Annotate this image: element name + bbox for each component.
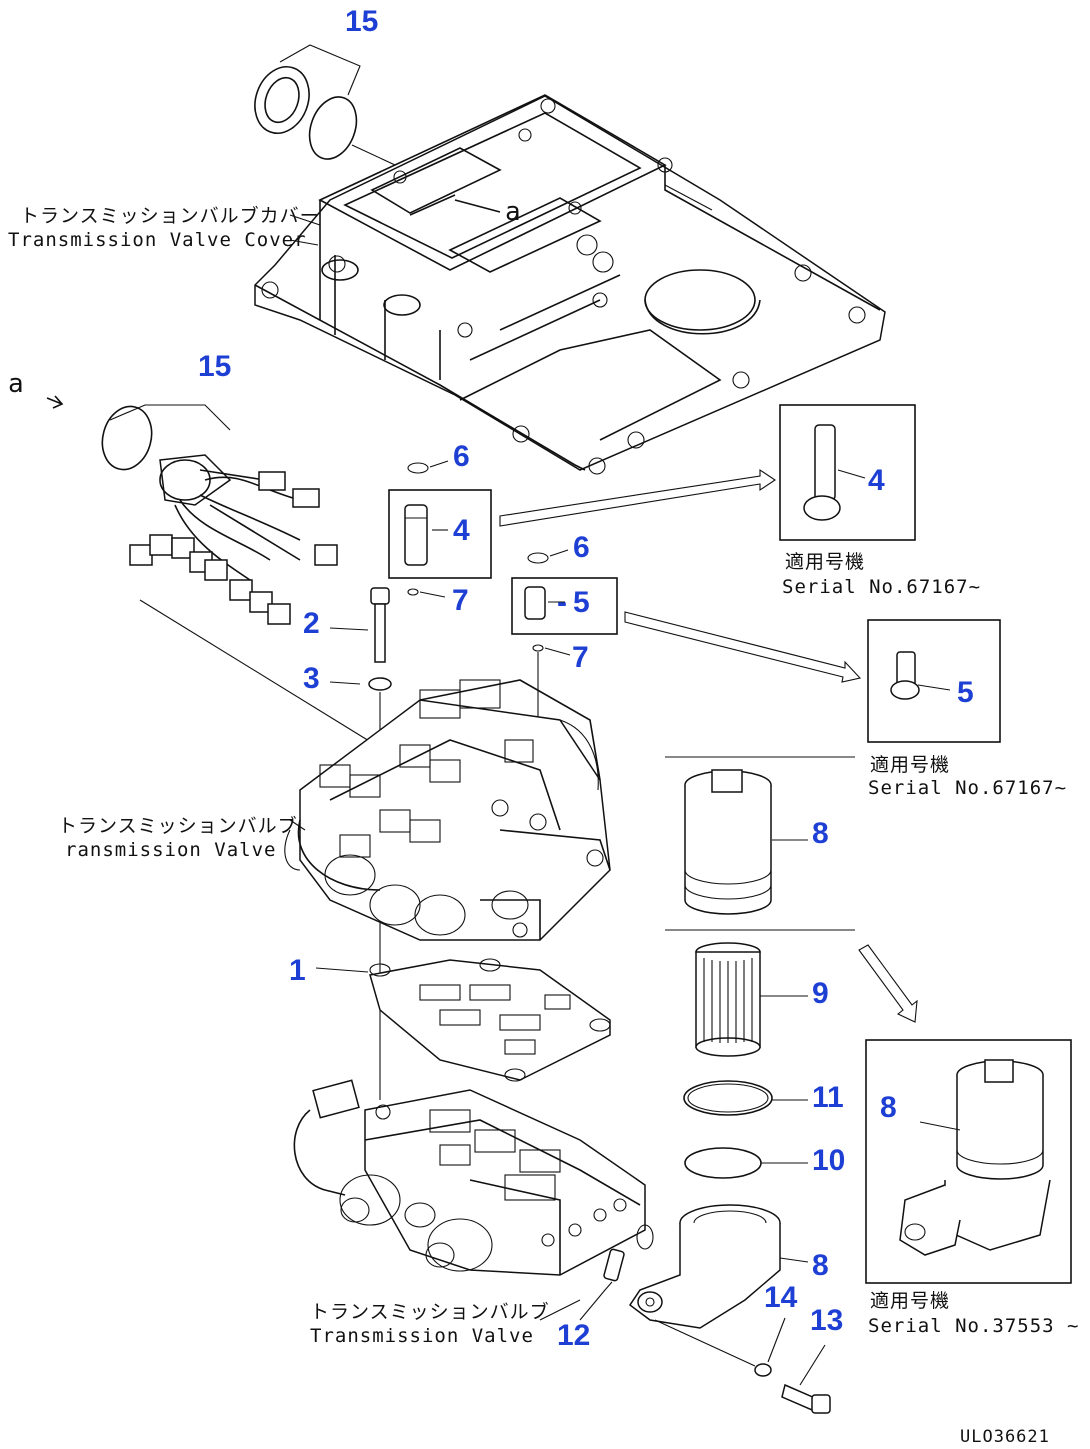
callout-6-lower: 6 — [573, 531, 590, 564]
callout-6-upper: 6 — [453, 440, 470, 473]
callout-5-detail: 5 — [957, 676, 974, 709]
callout-7-lower: 7 — [572, 641, 589, 674]
callout-4-main: 4 — [453, 514, 470, 547]
serial-note-8-jp: 適用号機 — [870, 1290, 950, 1312]
serial-note-5-jp: 適用号機 — [870, 754, 950, 776]
bolt-2 — [329, 587, 390, 663]
washer-3 — [329, 677, 392, 691]
o-ring-10 — [684, 1147, 808, 1179]
transmission-valve-upper — [284, 679, 611, 941]
callout-8-top: 8 — [812, 817, 829, 850]
drawing-id: ULO36621 — [960, 1427, 1050, 1447]
filter-8-detail — [899, 1059, 1051, 1256]
callout-2: 2 — [303, 607, 320, 640]
callout-7-upper: 7 — [452, 584, 469, 617]
callout-4-detail: 4 — [868, 464, 885, 497]
caption-valve-upper-en: ransmission Valve — [65, 839, 276, 861]
bolt-13 — [781, 1344, 831, 1414]
view-mark-a-cover: a — [505, 197, 522, 227]
valve-5 — [524, 586, 565, 620]
solenoid-4-detail — [803, 424, 866, 521]
transmission-valve-lower — [293, 1079, 646, 1276]
valve-5-detail-box — [867, 619, 1001, 743]
transmission-valve-cover — [254, 94, 886, 475]
caption-valve-lower-jp: トランスミッションバルブ — [310, 1300, 550, 1323]
caption-cover-jp: トランスミッションバルブカバー — [20, 204, 320, 227]
seal-pair-top — [254, 44, 396, 166]
callout-5-dash: - — [557, 586, 567, 619]
callout-5-main: 5 — [573, 586, 590, 619]
callout-15-left: 15 — [198, 350, 231, 383]
plug-12 — [579, 1224, 654, 1321]
callout-9: 9 — [812, 977, 829, 1010]
caption-valve-upper-jp: トランスミッションバルブ — [58, 814, 298, 837]
callout-3: 3 — [303, 662, 320, 695]
callout-15-top: 15 — [345, 5, 378, 38]
callout-12: 12 — [557, 1319, 590, 1352]
callout-1: 1 — [289, 954, 306, 987]
o-ring-11 — [683, 1080, 808, 1116]
callout-10: 10 — [812, 1144, 845, 1177]
filter-head-8 — [628, 1204, 809, 1329]
caption-valve-lower-en: Transmission Valve — [310, 1325, 534, 1347]
washer-14 — [654, 1317, 786, 1377]
serial-note-8-en: Serial No.37553 ~ — [868, 1315, 1079, 1337]
callout-11: 11 — [812, 1081, 844, 1114]
serial-note-4-en: Serial No.67167~ — [782, 576, 981, 598]
callout-13: 13 — [810, 1304, 843, 1337]
valve-5-detail — [890, 651, 951, 700]
callout-14: 14 — [764, 1281, 798, 1314]
serial-note-5-en: Serial No.67167~ — [868, 777, 1067, 799]
caption-cover-en: Transmission Valve Cover — [8, 229, 307, 251]
gasket-1 — [315, 958, 611, 1082]
filter-case-8 — [684, 769, 808, 915]
callout-8-bottom: 8 — [812, 1249, 829, 1282]
wire-harness — [46, 395, 338, 625]
callout-8-detail: 8 — [880, 1091, 897, 1124]
filter-element-9 — [695, 942, 808, 1057]
serial-note-4-jp: 適用号機 — [785, 551, 865, 573]
solenoid-4 — [404, 504, 448, 566]
view-mark-a-left: a — [8, 369, 25, 399]
